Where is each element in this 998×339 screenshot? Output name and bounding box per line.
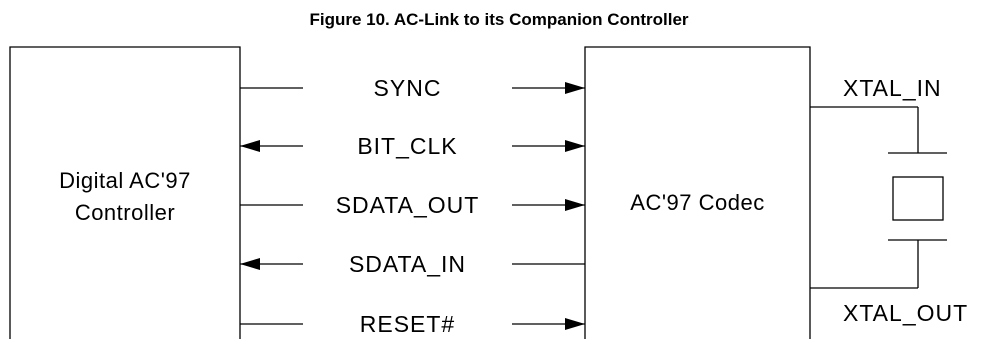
controller-label-line1: Digital AC'97 <box>59 168 191 193</box>
controller-label-line2: Controller <box>74 200 176 225</box>
signal-sdata-out-label: SDATA_OUT <box>335 192 480 218</box>
signal-bit-clk-label: BIT_CLK <box>357 133 458 159</box>
bit-clk-arrowhead-right <box>565 140 585 152</box>
codec-block <box>584 46 811 339</box>
signal-sdata-in-label: SDATA_IN <box>348 251 467 277</box>
codec-label: AC'97 Codec <box>630 190 765 215</box>
xtal-in-label: XTAL_IN <box>843 75 942 101</box>
controller-block <box>9 46 241 339</box>
sync-arrowhead <box>565 82 585 94</box>
sdata-out-arrowhead <box>565 199 585 211</box>
figure-title: Figure 10. AC-Link to its Companion Cont… <box>309 10 689 29</box>
xtal-out-label: XTAL_OUT <box>843 300 969 326</box>
reset-arrowhead <box>565 318 585 330</box>
signal-sync-label: SYNC <box>373 75 442 101</box>
signal-reset-label: RESET# <box>359 311 456 337</box>
crystal-body <box>892 176 944 221</box>
